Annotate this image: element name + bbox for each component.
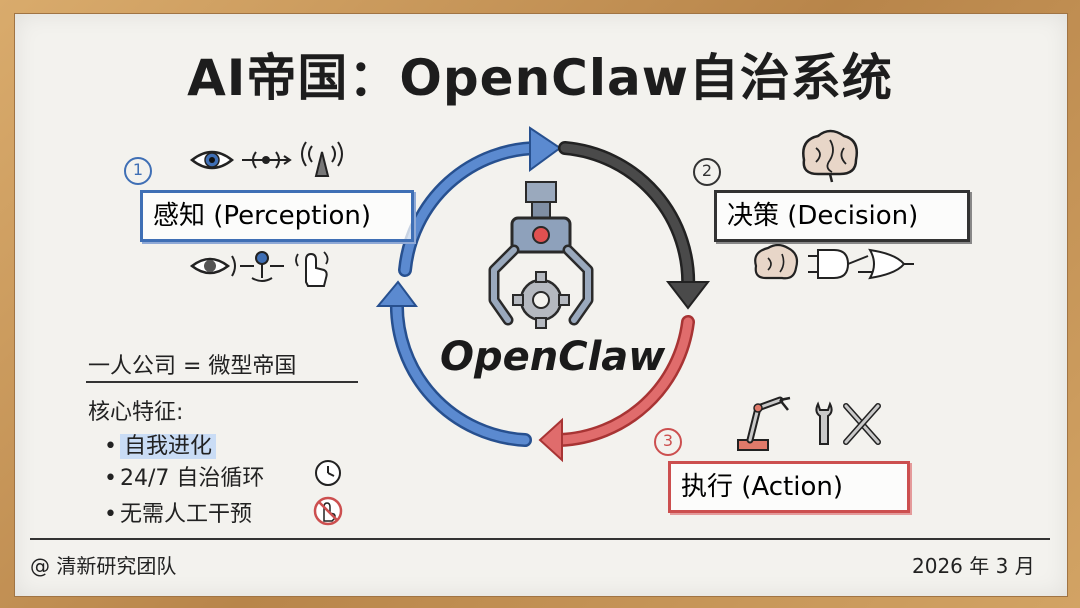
stage-perception-box: 感知 (Perception) [140,190,414,242]
brain-icon [754,243,799,280]
bullet-icon: • [104,502,117,527]
logic-gates-icon [808,248,914,280]
stage-number-decision: 2 [693,158,721,186]
robot-claw-gear-icon [488,181,594,329]
footer-author: @ 清新研究团队 [30,554,177,578]
stage-decision-label: 决策 (Decision) [727,201,919,231]
page-title: AI帝国：OpenClaw自治系统 [187,49,893,107]
feature-item: •24/7 自治循环 [104,460,264,492]
feature-label: 无需人工干预 [120,502,253,527]
feature-item: •自我进化 [104,428,217,460]
stage-perception-label: 感知 (Perception) [153,201,372,231]
features-divider [86,381,358,383]
stage-action-box: 执行 (Action) [668,461,910,513]
signal-arrow-icon [242,151,292,169]
footer-date: 2026 年 3 月 [912,554,1035,578]
feature-item: •无需人工干预 [104,496,252,528]
antenna-icon [301,141,343,177]
eye-icon [189,150,235,170]
cycle-arrow-return [375,280,532,447]
center-brand-label: OpenClaw [440,334,666,380]
touch-hand-icon [295,251,329,287]
cycle-arrow-action-to-perception [538,315,695,463]
wrench-icon [815,401,833,445]
clock-icon [315,460,341,486]
stage-action-label: 执行 (Action) [681,472,843,502]
joystick-icon [240,251,284,282]
cycle-arrow-decision-to-action [558,141,711,310]
features-subtitle: 核心特征: [88,400,184,425]
cycle-arrow-perception-to-decision [398,126,562,277]
brain-icon [802,129,858,183]
features-title: 一人公司 = 微型帝国 [88,354,297,379]
stage-number-perception: 1 [124,157,152,185]
robot-arm-icon [737,396,791,451]
bullet-icon: • [104,466,117,491]
eye-scan-icon [189,255,236,277]
feature-label: 自我进化 [120,434,217,459]
stage-number-action: 3 [654,428,682,456]
crossed-tools-icon [843,403,881,445]
bullet-icon: • [104,434,117,459]
stage-decision-box: 决策 (Decision) [714,190,970,242]
feature-label: 24/7 自治循环 [120,466,265,491]
no-hand-icon [313,496,343,526]
footer-divider [30,538,1050,540]
